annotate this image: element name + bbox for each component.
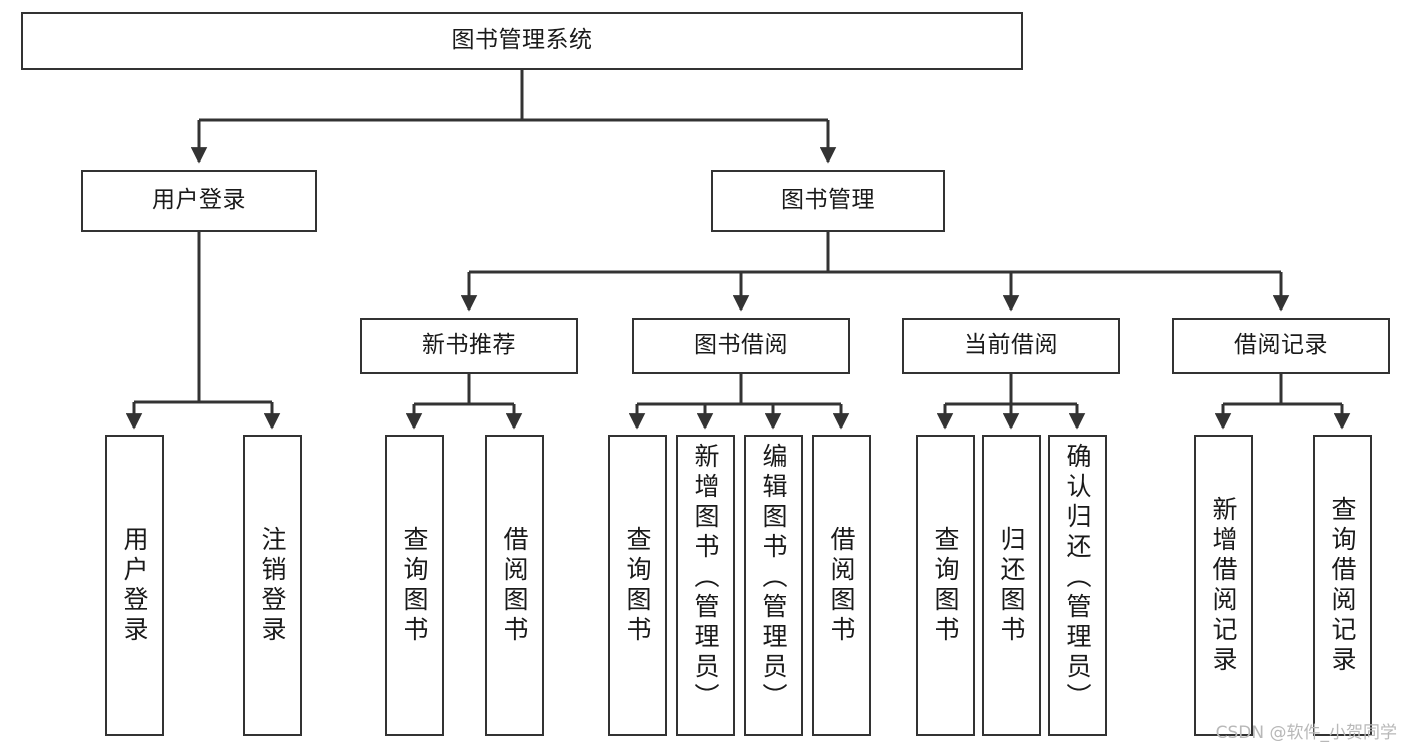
node-label: 确认归还（管理员） bbox=[1063, 443, 1092, 713]
node-label: 新增借阅记录 bbox=[1209, 495, 1238, 676]
leaf-borrow-add-book-admin[interactable]: 新增图书（管理员） bbox=[676, 435, 735, 736]
node-label: 当前借阅 bbox=[964, 332, 1058, 359]
node-label: 注销登录 bbox=[258, 525, 287, 646]
node-label: 查询图书 bbox=[400, 525, 429, 646]
leaf-record-query-borrow-record[interactable]: 查询借阅记录 bbox=[1313, 435, 1372, 736]
leaf-user-login-logout[interactable]: 注销登录 bbox=[243, 435, 302, 736]
node-book-management[interactable]: 图书管理 bbox=[711, 170, 945, 232]
leaf-current-confirm-return-admin[interactable]: 确认归还（管理员） bbox=[1048, 435, 1107, 736]
node-label: 新增图书（管理员） bbox=[691, 443, 720, 713]
node-label: 图书管理 bbox=[781, 187, 875, 214]
node-label: 借阅图书 bbox=[500, 525, 529, 646]
node-label: 归还图书 bbox=[997, 525, 1026, 646]
node-label: 查询图书 bbox=[931, 525, 960, 646]
node-label: 查询图书 bbox=[623, 525, 652, 646]
node-current-borrowing[interactable]: 当前借阅 bbox=[902, 318, 1120, 374]
leaf-borrow-borrow-books[interactable]: 借阅图书 bbox=[812, 435, 871, 736]
node-label: 用户登录 bbox=[152, 187, 246, 214]
csdn-watermark: CSDN @软件_小贺同学 bbox=[1215, 723, 1397, 743]
node-new-book-recommendation[interactable]: 新书推荐 bbox=[360, 318, 578, 374]
node-label: 查询借阅记录 bbox=[1328, 495, 1357, 676]
node-root-book-management-system[interactable]: 图书管理系统 bbox=[21, 12, 1023, 70]
node-label: 图书借阅 bbox=[694, 332, 788, 359]
leaf-borrow-query-books[interactable]: 查询图书 bbox=[608, 435, 667, 736]
leaf-recommend-query-books[interactable]: 查询图书 bbox=[385, 435, 444, 736]
node-label: 新书推荐 bbox=[422, 332, 516, 359]
node-label: 借阅记录 bbox=[1234, 332, 1328, 359]
leaf-current-query-books[interactable]: 查询图书 bbox=[916, 435, 975, 736]
node-label: 借阅图书 bbox=[827, 525, 856, 646]
node-label: 用户登录 bbox=[120, 525, 149, 646]
node-label: 图书管理系统 bbox=[451, 27, 593, 54]
node-borrow-records[interactable]: 借阅记录 bbox=[1172, 318, 1390, 374]
node-label: 编辑图书（管理员） bbox=[759, 443, 788, 713]
leaf-current-return-books[interactable]: 归还图书 bbox=[982, 435, 1041, 736]
leaf-user-login-login[interactable]: 用户登录 bbox=[105, 435, 164, 736]
leaf-record-add-borrow-record[interactable]: 新增借阅记录 bbox=[1194, 435, 1253, 736]
leaf-recommend-borrow-books[interactable]: 借阅图书 bbox=[485, 435, 544, 736]
node-book-borrowing[interactable]: 图书借阅 bbox=[632, 318, 850, 374]
node-user-login[interactable]: 用户登录 bbox=[81, 170, 317, 232]
leaf-borrow-edit-book-admin[interactable]: 编辑图书（管理员） bbox=[744, 435, 803, 736]
